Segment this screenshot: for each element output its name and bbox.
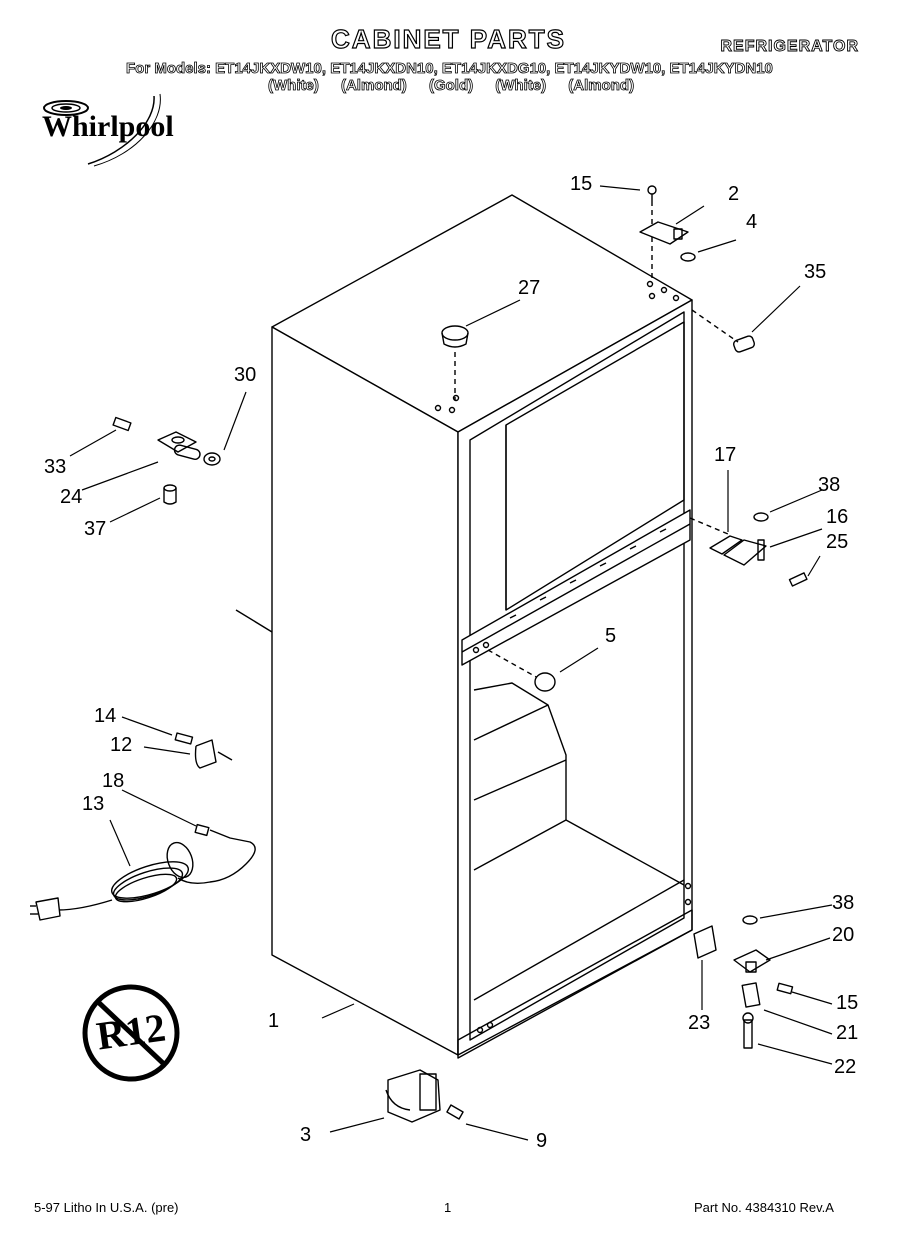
callout-27: 27 xyxy=(518,277,541,299)
colors-line: (White) (Almond) (Gold) (White) (Almond) xyxy=(268,77,635,95)
callout-17: 17 xyxy=(714,444,737,466)
callout-12: 12 xyxy=(110,734,133,756)
cord-clamp-part xyxy=(174,732,233,769)
callout-38-bottom: 38 xyxy=(832,892,855,914)
no-r12-label: R12 xyxy=(93,1004,169,1059)
callout-15-top: 15 xyxy=(570,173,593,195)
cabinet-shell-part xyxy=(271,194,693,1059)
callout-4: 4 xyxy=(746,211,758,233)
callout-37: 37 xyxy=(84,518,107,540)
leveling-leg-part xyxy=(385,1069,464,1123)
appliance-category: REFRIGERATOR xyxy=(720,38,859,56)
callout-38-top: 38 xyxy=(818,474,841,496)
callout-20: 20 xyxy=(832,924,855,946)
callout-30: 30 xyxy=(234,364,257,386)
callout-1: 1 xyxy=(268,1010,280,1032)
left-hinge-assembly xyxy=(112,416,221,505)
callout-24: 24 xyxy=(60,486,83,508)
callout-16: 16 xyxy=(826,506,849,528)
page-number: 1 xyxy=(444,1200,452,1215)
power-cord-part xyxy=(30,823,256,921)
bottom-hinge-assembly xyxy=(693,915,794,1049)
plug-button-part xyxy=(441,325,469,400)
page-title: CABINET PARTS xyxy=(330,23,566,54)
callout-leaders xyxy=(69,185,833,1141)
callout-14: 14 xyxy=(94,705,117,727)
models-line: For Models: ET14JKXDW10, ET14JKXDN10, ET… xyxy=(126,60,774,78)
callout-22: 22 xyxy=(834,1056,857,1078)
callout-3: 3 xyxy=(300,1124,312,1146)
callout-33: 33 xyxy=(44,456,67,478)
callout-23: 23 xyxy=(688,1012,711,1034)
no-r12-badge xyxy=(82,984,180,1082)
callout-18: 18 xyxy=(102,770,125,792)
top-hinge-assembly xyxy=(639,185,696,282)
callout-35: 35 xyxy=(804,261,827,283)
brand-logo: Whirlpool xyxy=(36,92,196,172)
callout-15-bottom: 15 xyxy=(836,992,859,1014)
print-info: 5-97 Litho In U.S.A. (pre) xyxy=(34,1200,179,1215)
center-hinge-assembly xyxy=(689,512,808,587)
callout-13: 13 xyxy=(82,793,105,815)
brand-wordmark: Whirlpool xyxy=(42,110,174,143)
callout-2: 2 xyxy=(728,183,740,205)
brand-swirl-icon xyxy=(43,93,161,167)
callout-21: 21 xyxy=(836,1022,859,1044)
hinge-cover-cap-part xyxy=(691,309,756,353)
divider-plug-part xyxy=(487,649,556,692)
part-number: Part No. 4384310 Rev.A xyxy=(694,1200,834,1215)
callout-25: 25 xyxy=(826,531,849,553)
callout-5: 5 xyxy=(605,625,617,647)
callout-9: 9 xyxy=(536,1130,548,1152)
